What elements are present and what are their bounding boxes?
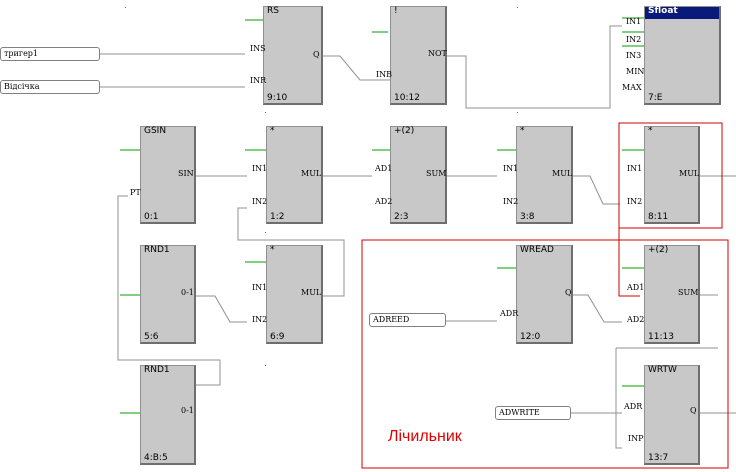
port-q: Q <box>690 406 697 415</box>
wire-gsin-loop <box>117 195 221 386</box>
group-mul811-frame <box>618 122 723 229</box>
block-id: 10:12 <box>394 93 420 103</box>
block-id: 9:10 <box>267 93 288 103</box>
port-sum: SUM <box>678 288 699 297</box>
port-ins: INS <box>250 44 266 53</box>
port-in1: IN1 <box>252 164 268 173</box>
block-sum-2-3[interactable]: +(2) 2:3 <box>390 126 447 224</box>
wire-mul38-mul811 <box>572 175 620 205</box>
block-id: 12:0 <box>520 332 541 342</box>
input-adwrite[interactable]: ADWRITE <box>495 406 571 420</box>
block-title: +(2) <box>648 245 669 255</box>
block-mul-3-8[interactable]: * 3:8 <box>516 126 573 224</box>
wire-sum-wrtw <box>615 348 622 449</box>
block-gsin[interactable]: GSIN 0:1 <box>140 126 196 224</box>
port-in1: IN1 <box>627 164 643 173</box>
block-title: Sfloat <box>648 6 678 16</box>
port-sin: SIN <box>178 169 194 178</box>
port-mul: MUL <box>679 169 700 178</box>
input-readout[interactable]: Відсічка <box>0 80 100 94</box>
block-id: 0:1 <box>144 212 159 222</box>
port-in1: IN1 <box>252 283 268 292</box>
block-rs[interactable]: RS 9:10 <box>263 6 323 105</box>
block-title-bar: Sfloat <box>645 6 719 19</box>
wire-rs-not <box>322 55 390 81</box>
block-id: 13:7 <box>648 453 669 463</box>
block-rnd1-5-6[interactable]: RND1 5:6 <box>140 245 196 344</box>
block-id: 8:11 <box>648 212 669 222</box>
block-id: 7:E <box>648 93 663 103</box>
group-counter-frame <box>361 239 729 469</box>
port-in3: IN3 <box>626 51 642 60</box>
port-sum: SUM <box>426 169 447 178</box>
block-title: * <box>520 126 525 136</box>
port-ad2: AD2 <box>627 315 645 324</box>
port-in2: IN2 <box>252 197 268 206</box>
port-adr: ADR <box>624 402 643 411</box>
wire-mul69-mul12 <box>237 207 345 297</box>
port-ad2: AD2 <box>375 197 393 206</box>
wire-rnd-mul69 <box>194 295 247 323</box>
group-label-counter: Лічильник <box>388 428 462 445</box>
port-in1: IN1 <box>503 164 519 173</box>
port-out: 0-1 <box>181 406 194 415</box>
block-title: RND1 <box>144 365 170 375</box>
port-max: MAX <box>622 83 642 92</box>
block-sfloat[interactable]: Sfloat 7:E <box>644 6 721 105</box>
block-title: GSIN <box>144 126 167 136</box>
block-title: WRTW <box>648 365 677 375</box>
port-mul: MUL <box>552 169 573 178</box>
group-link <box>618 228 640 297</box>
block-title: RS <box>267 6 279 16</box>
port-in2: IN2 <box>252 315 268 324</box>
port-in2: IN2 <box>503 197 519 206</box>
block-title: RND1 <box>144 245 170 255</box>
block-title: * <box>648 126 653 136</box>
wire-wread-sum <box>572 294 622 323</box>
input-adreed[interactable]: ADREED <box>369 313 446 327</box>
block-id: 2:3 <box>394 212 409 222</box>
port-not: NOT <box>428 49 447 58</box>
block-id: 5:6 <box>144 332 159 342</box>
port-inr: INR <box>250 76 267 85</box>
block-title: * <box>270 126 275 136</box>
port-min: MIN <box>626 67 645 76</box>
port-pt: PT <box>130 188 141 197</box>
port-mul: MUL <box>301 169 322 178</box>
block-id: 4:B:5 <box>144 453 168 463</box>
wire-not-sfloat <box>446 25 622 109</box>
block-id: 11:13 <box>648 332 674 342</box>
block-mul-1-2[interactable]: * 1:2 <box>266 126 323 224</box>
block-not[interactable]: ! 10:12 <box>390 6 447 105</box>
port-adr: ADR <box>500 309 519 318</box>
port-ad1: AD1 <box>375 164 393 173</box>
port-inp: INP <box>628 434 644 443</box>
input-trigger[interactable]: тригер1 <box>0 47 100 61</box>
block-title: ! <box>394 6 398 16</box>
block-mul-6-9[interactable]: * 6:9 <box>266 245 323 344</box>
port-q: Q <box>313 50 320 59</box>
block-sum-11-13[interactable]: +(2) 11:13 <box>644 245 700 344</box>
block-title: +(2) <box>394 126 415 136</box>
port-in1: IN1 <box>626 17 642 26</box>
port-out: 0-1 <box>181 288 194 297</box>
block-title: WREAD <box>520 245 554 255</box>
block-title: * <box>270 245 275 255</box>
block-mul-8-11[interactable]: * 8:11 <box>644 126 700 224</box>
port-mul: MUL <box>301 288 322 297</box>
port-ad1: AD1 <box>627 283 645 292</box>
block-wrtw[interactable]: WRTW 13:7 <box>644 365 700 465</box>
port-in2: IN2 <box>626 35 642 44</box>
port-in2: IN2 <box>627 197 643 206</box>
block-rnd1-4-b-5[interactable]: RND1 4:B:5 <box>140 365 196 465</box>
port-q: Q <box>565 288 572 297</box>
block-id: 1:2 <box>270 212 285 222</box>
block-wread[interactable]: WREAD 12:0 <box>516 245 573 344</box>
block-id: 6:9 <box>270 332 285 342</box>
port-inb: INB <box>376 70 393 79</box>
block-id: 3:8 <box>520 212 535 222</box>
